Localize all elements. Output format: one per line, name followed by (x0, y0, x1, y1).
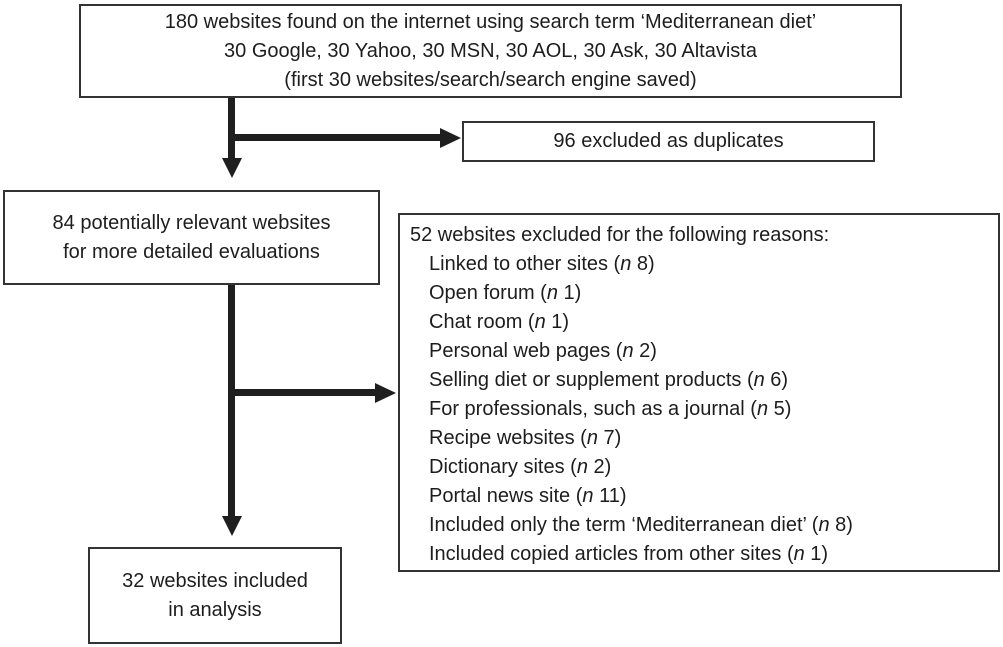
arrow-relevant-to-included-shaft (228, 285, 235, 516)
arrow-branch-to-reasons-head (375, 383, 396, 403)
exclusion-reason-item: Portal news site (n 11) (429, 485, 627, 507)
relevant-websites-text-line: for more detailed evaluations (63, 240, 320, 263)
exclusion-reason-item: Open forum (n 1) (429, 282, 582, 304)
search-results-text-line: 30 Google, 30 Yahoo, 30 MSN, 30 AOL, 30 … (224, 39, 757, 62)
search-results-text-line: 180 websites found on the internet using… (164, 10, 817, 33)
exclusion-reasons-box: 52 websites excluded for the following r… (398, 213, 1000, 572)
exclusion-reason-item: Included only the term ‘Mediterranean di… (429, 514, 853, 536)
arrow-relevant-to-included-head (222, 516, 242, 536)
exclusion-reason-item: Personal web pages (n 2) (429, 340, 657, 362)
exclusion-reasons-header: 52 websites excluded for the following r… (410, 224, 830, 246)
exclusion-reason-item: Selling diet or supplement products (n 6… (429, 369, 789, 391)
relevant-websites-box: 84 potentially relevant websites for more… (3, 190, 380, 285)
exclusion-reason-item: Included copied articles from other site… (429, 543, 829, 565)
exclusion-reason-item: Chat room (n 1) (429, 311, 570, 333)
search-results-text-line: (first 30 websites/search/search engine … (284, 68, 697, 91)
exclusion-reason-item: Recipe websites (n 7) (429, 427, 622, 449)
excluded-duplicates-box: 96 excluded as duplicates (462, 121, 875, 162)
arrow-top-to-relevant-shaft (228, 98, 235, 158)
excluded-duplicates-text: 96 excluded as duplicates (553, 130, 784, 152)
exclusion-reason-item: For professionals, such as a journal (n … (429, 398, 792, 420)
exclusion-reason-item: Linked to other sites (n 8) (429, 253, 655, 275)
arrow-branch-to-duplicates-head (440, 128, 461, 148)
included-analysis-text-line: 32 websites included (122, 569, 308, 592)
search-results-box: 180 websites found on the internet using… (79, 4, 902, 98)
exclusion-reasons-list: Linked to other sites (n 8) Open forum (n… (410, 250, 992, 569)
arrow-branch-to-reasons-shaft (232, 389, 375, 396)
included-analysis-box: 32 websites included in analysis (88, 547, 342, 644)
exclusion-reason-item: Dictionary sites (n 2) (429, 456, 612, 478)
relevant-websites-text-line: 84 potentially relevant websites (52, 211, 331, 234)
arrow-top-to-relevant-head (222, 158, 242, 178)
included-analysis-text-line: in analysis (168, 598, 262, 621)
arrow-branch-to-duplicates-shaft (232, 134, 440, 141)
